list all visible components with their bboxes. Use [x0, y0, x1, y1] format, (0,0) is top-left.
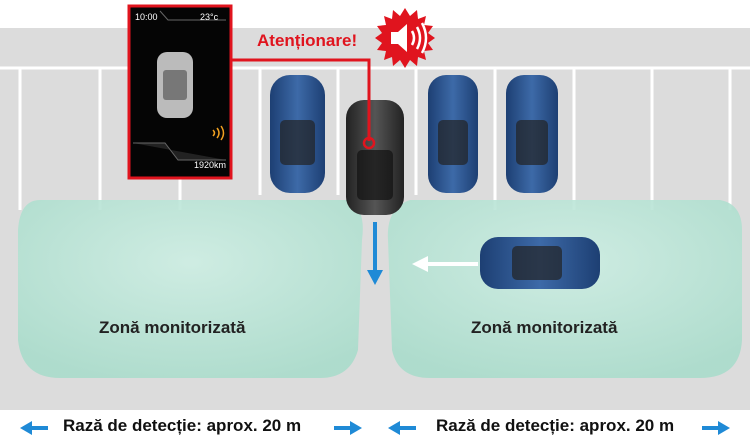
warning-label: Atenționare! [257, 31, 358, 50]
range-label-right: Rază de detecție: aprox. 20 m [436, 416, 675, 435]
zone-label-left: Zonă monitorizată [99, 318, 246, 337]
monitored-zone-left [18, 200, 363, 378]
speaker-alert-icon [375, 8, 435, 68]
parked-car-blue [506, 75, 558, 193]
display-odometer: 1920km [194, 160, 227, 170]
reverse-direction-arrow [367, 222, 383, 285]
cluster-display [127, 4, 233, 180]
callout-point [362, 136, 376, 150]
approaching-car [480, 237, 600, 289]
approach-direction-arrow [412, 256, 478, 272]
display-temperature: 23°c [200, 12, 219, 22]
parking-lines [0, 66, 750, 210]
range-label-left: Rază de detecție: aprox. 20 m [63, 416, 302, 435]
callout-line [231, 58, 371, 141]
parked-car-blue [270, 75, 325, 193]
zone-label-right: Zonă monitorizată [471, 318, 618, 337]
range-arrows [20, 421, 730, 435]
sensor-wave-icon [212, 125, 225, 141]
parked-car-blue [428, 75, 478, 193]
reversing-car [346, 100, 404, 215]
display-time: 10:00 [135, 12, 158, 22]
